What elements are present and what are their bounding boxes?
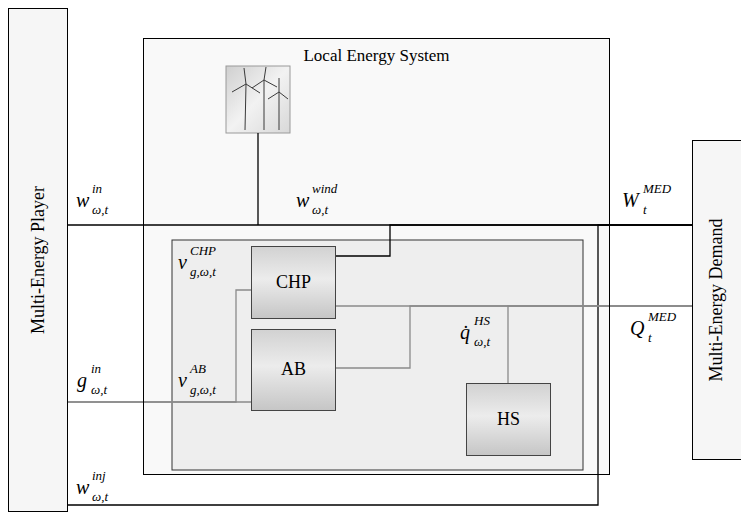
unit-box: AB [251, 329, 336, 411]
variable-superscript: AB [190, 362, 206, 375]
variable-superscript: in [92, 182, 102, 195]
electricity-line [68, 225, 692, 505]
unit-box: CHP [251, 246, 336, 319]
picture-frame [226, 66, 290, 133]
system-box: CHP AB HS Local Energy System [143, 38, 610, 475]
variable-subscript: g,ω,t [190, 265, 216, 278]
wind-line [257, 133, 258, 225]
gas-heat-line [508, 306, 692, 383]
variable-symbol: v [178, 252, 187, 272]
variable-symbol: w [296, 190, 309, 210]
gas-heat-line [68, 401, 251, 402]
variable-superscript: in [91, 362, 101, 375]
variable-superscript: wind [312, 182, 337, 195]
conversion-area [172, 240, 583, 470]
variable-superscript: MED [643, 182, 671, 195]
storage-box: HS [466, 383, 551, 456]
variable-subscript: t [643, 203, 647, 216]
variable-subscript: ω,t [92, 490, 108, 503]
system-title: Local Energy System [303, 47, 449, 66]
node-label: HS [497, 410, 520, 430]
variable-subscript: ω,t [474, 335, 490, 348]
variable-subscript: ω,t [91, 383, 107, 396]
variable-symbol: w [76, 477, 89, 497]
node-label: CHP [276, 273, 311, 293]
variable-superscript: inj [92, 469, 106, 482]
variable-superscript: HS [474, 314, 490, 327]
gas-heat-line [68, 290, 251, 402]
node-label: Multi-Energy Player [29, 186, 49, 334]
demand-fill [692, 140, 741, 460]
variable-symbol: g [77, 370, 87, 390]
node-label: Multi-Energy Demand [707, 218, 727, 381]
variable-subscript: ω,t [312, 203, 328, 216]
variable-subscript: ω,t [92, 203, 108, 216]
variable-symbol: Q [630, 318, 644, 338]
variable-subscript: g,ω,t [190, 383, 216, 396]
variable-symbol: v [178, 370, 187, 390]
player-fill [8, 8, 68, 512]
wind-turbine-picture [226, 66, 290, 133]
gas-heat-line [336, 306, 692, 368]
player-box: Multi-Energy Player [8, 8, 68, 512]
variable-superscript: CHP [190, 244, 216, 257]
electricity-line [336, 225, 692, 256]
variable-symbol: W [622, 190, 639, 210]
demand-box: Multi-Energy Demand [692, 140, 741, 460]
variable-subscript: t [648, 331, 652, 344]
variable-symbol: q̇ [460, 322, 470, 342]
node-label: AB [281, 360, 306, 380]
variable-superscript: MED [648, 310, 676, 323]
variable-symbol: w [76, 190, 89, 210]
turbine-sketch [232, 67, 288, 130]
